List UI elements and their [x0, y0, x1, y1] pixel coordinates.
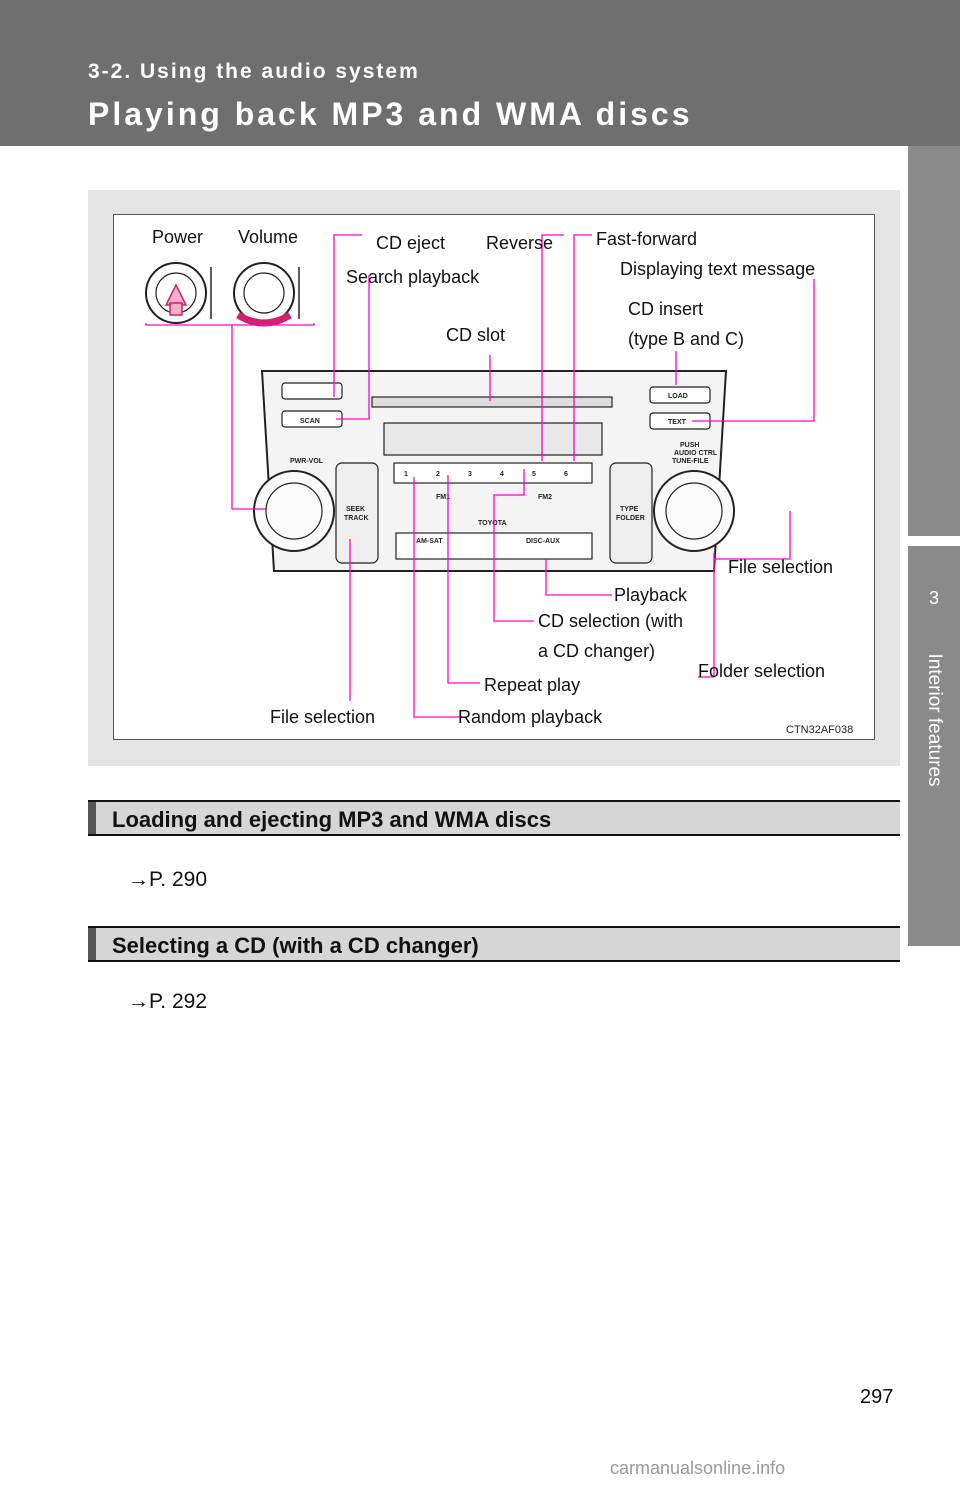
preset-1: 1 — [404, 471, 408, 478]
chapter-number: 3 — [928, 588, 939, 608]
push-label: PUSH — [680, 442, 699, 449]
audio-unit-diagram: SCAN LOAD TEXT PWR-VOL PUSH AUDIO CTRL T… — [145, 227, 853, 736]
figure-code: CTN32AF038 — [786, 724, 853, 736]
am-sat-label: AM-SAT — [416, 538, 443, 545]
watermark: carmanualsonline.info — [610, 1458, 786, 1478]
scan-button-label: SCAN — [300, 418, 320, 425]
fm1-label: FM1 — [436, 494, 450, 501]
audio-unit-figure: SCAN LOAD TEXT PWR-VOL PUSH AUDIO CTRL T… — [113, 214, 875, 740]
radio-unit: SCAN LOAD TEXT PWR-VOL PUSH AUDIO CTRL T… — [253, 370, 735, 572]
label-displaying-text: Displaying text message — [620, 259, 815, 279]
type-label: TYPE — [620, 506, 639, 513]
section-heading-loading: Loading and ejecting MP3 and WMA discs — [88, 800, 900, 836]
label-cd-selection: CD selection (with — [538, 611, 683, 631]
section-heading-selecting: Selecting a CD (with a CD changer) — [88, 926, 900, 962]
preset-3: 3 — [468, 471, 472, 478]
folder-label: FOLDER — [616, 515, 645, 522]
callout-lines — [145, 234, 815, 718]
page-reference-link[interactable]: →P. 292 — [128, 990, 208, 1013]
audio-ctrl-label: AUDIO CTRL — [674, 450, 718, 457]
label-volume: Volume — [238, 227, 298, 247]
label-random-playback: Random playback — [458, 707, 603, 727]
preset-5: 5 — [532, 471, 536, 478]
label-reverse: Reverse — [486, 233, 553, 253]
page-reference-link[interactable]: →P. 290 — [128, 868, 208, 891]
label-file-selection-right: File selection — [728, 557, 833, 577]
power-knob-inset — [145, 262, 212, 324]
preset-4: 4 — [500, 471, 504, 478]
pwr-vol-label: PWR-VOL — [290, 458, 324, 465]
label-search-playback: Search playback — [346, 267, 480, 287]
load-button-label: LOAD — [668, 393, 688, 400]
fm2-label: FM2 — [538, 494, 552, 501]
chapter-side-tab — [908, 146, 960, 1486]
page-number: 297 — [860, 1386, 894, 1408]
label-folder-selection: Folder selection — [698, 661, 825, 681]
section-heading-text: Loading and ejecting MP3 and WMA discs — [112, 807, 552, 832]
label-power: Power — [152, 227, 203, 247]
toyota-label: TOYOTA — [478, 520, 507, 527]
label-cd-selection-changer: a CD changer) — [538, 641, 655, 661]
seek-label: SEEK — [346, 506, 365, 513]
label-repeat-play: Repeat play — [484, 675, 580, 695]
tune-file-label: TUNE-FILE — [672, 458, 709, 465]
text-button-label: TEXT — [668, 419, 687, 426]
section-heading-text: Selecting a CD (with a CD changer) — [112, 933, 479, 958]
label-cd-slot: CD slot — [446, 325, 505, 345]
label-file-selection-left: File selection — [270, 707, 375, 727]
disc-aux-label: DISC-AUX — [526, 538, 560, 545]
section-label: 3-2. Using the audio system — [88, 60, 420, 83]
label-cd-eject: CD eject — [376, 233, 445, 253]
track-label: TRACK — [344, 515, 369, 522]
label-cd-insert: CD insert — [628, 299, 703, 319]
chapter-label: Interior features — [924, 653, 945, 787]
label-cd-insert-type: (type B and C) — [628, 329, 744, 349]
preset-6: 6 — [564, 471, 568, 478]
preset-2: 2 — [436, 471, 440, 478]
label-fast-forward: Fast-forward — [596, 229, 697, 249]
page-header: 3-2. Using the audio system Playing back… — [0, 0, 960, 146]
label-playback: Playback — [614, 585, 688, 605]
volume-knob-inset — [233, 262, 300, 327]
page-title: Playing back MP3 and WMA discs — [88, 96, 693, 132]
